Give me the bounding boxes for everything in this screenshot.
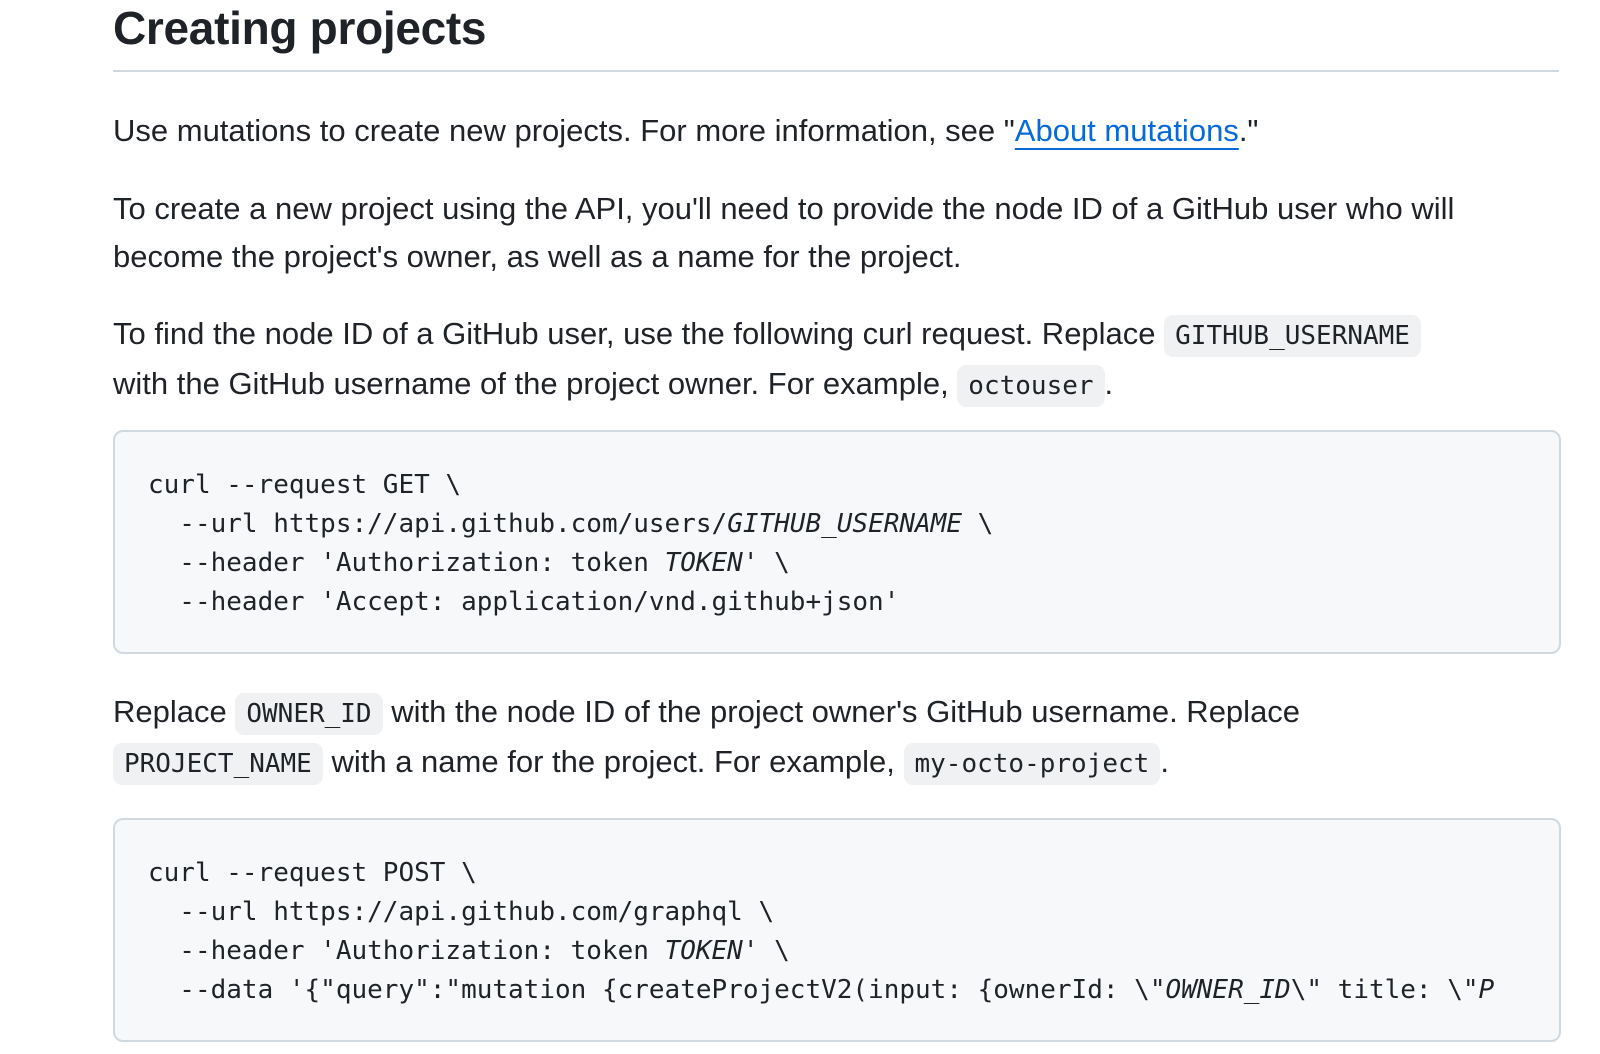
code-text: --url https://api.github.com/users/ bbox=[148, 509, 728, 539]
code-text: --header 'Authorization: token bbox=[148, 548, 665, 578]
code-placeholder: P bbox=[1478, 975, 1495, 1005]
code-line: --data '{"query":"mutation {createProjec… bbox=[148, 971, 1559, 1010]
code-text: --data '{"query":"mutation {createProjec… bbox=[148, 975, 1166, 1005]
intro-text-after: ." bbox=[1238, 113, 1259, 148]
inline-code-project-name: PROJECT_NAME bbox=[113, 743, 323, 785]
code-placeholder: OWNER_ID bbox=[1165, 975, 1291, 1005]
code-line: --url https://api.github.com/users/GITHU… bbox=[148, 505, 1559, 544]
requirements-line-2: become the project's owner, as well as a… bbox=[113, 239, 962, 274]
code-text: ' \ bbox=[742, 936, 790, 966]
code-placeholder: TOKEN bbox=[664, 548, 743, 578]
code-block-get-user-content: curl --request GET \ --url https://api.g… bbox=[115, 432, 1559, 622]
code-line: curl --request POST \ bbox=[148, 858, 477, 888]
replace-paragraph: Replace OWNER_ID with the node ID of the… bbox=[113, 688, 1559, 788]
replace-text-3: with a name for the project. For example… bbox=[322, 744, 904, 779]
about-mutations-link[interactable]: About mutations bbox=[1014, 113, 1239, 148]
inline-code-my-octo-project: my-octo-project bbox=[903, 743, 1161, 785]
code-block-create-project[interactable]: curl --request POST \ --url https://api.… bbox=[113, 818, 1561, 1042]
code-line: curl --request GET \ bbox=[148, 470, 462, 500]
inline-code-octouser: octouser bbox=[957, 365, 1105, 407]
code-placeholder: GITHUB_USERNAME bbox=[727, 509, 962, 539]
intro-paragraph: Use mutations to create new projects. Fo… bbox=[113, 107, 1559, 155]
code-text: ' \ bbox=[742, 548, 790, 578]
find-node-id-text-3: . bbox=[1104, 366, 1114, 401]
inline-code-github-username: GITHUB_USERNAME bbox=[1164, 315, 1421, 357]
inline-code-owner-id: OWNER_ID bbox=[235, 693, 383, 735]
replace-text-2: with the node ID of the project owner's … bbox=[382, 694, 1301, 729]
code-text: --header 'Authorization: token bbox=[148, 936, 665, 966]
code-text: \" title: \" bbox=[1290, 975, 1479, 1005]
find-node-id-paragraph: To find the node ID of a GitHub user, us… bbox=[113, 310, 1559, 410]
find-node-id-text-2: with the GitHub username of the project … bbox=[113, 366, 958, 401]
code-text: \ bbox=[962, 509, 994, 539]
requirements-line-1: To create a new project using the API, y… bbox=[113, 191, 1455, 226]
code-line: --header 'Authorization: token TOKEN' \ bbox=[148, 932, 1559, 971]
code-line: --header 'Accept: application/vnd.github… bbox=[148, 587, 900, 617]
replace-text-4: . bbox=[1160, 744, 1169, 779]
code-block-create-project-content: curl --request POST \ --url https://api.… bbox=[115, 820, 1559, 1010]
requirements-paragraph: To create a new project using the API, y… bbox=[113, 185, 1559, 281]
replace-text-1: Replace bbox=[113, 694, 236, 729]
code-placeholder: TOKEN bbox=[664, 936, 743, 966]
section-heading: Creating projects bbox=[113, 0, 1559, 72]
intro-text-before: Use mutations to create new projects. Fo… bbox=[113, 113, 1015, 148]
code-line: --url https://api.github.com/graphql \ bbox=[148, 897, 775, 927]
find-node-id-text-1: To find the node ID of a GitHub user, us… bbox=[113, 316, 1165, 351]
code-line: --header 'Authorization: token TOKEN' \ bbox=[148, 544, 1559, 583]
article-content: Creating projects Use mutations to creat… bbox=[113, 0, 1561, 1042]
code-block-get-user[interactable]: curl --request GET \ --url https://api.g… bbox=[113, 430, 1561, 654]
